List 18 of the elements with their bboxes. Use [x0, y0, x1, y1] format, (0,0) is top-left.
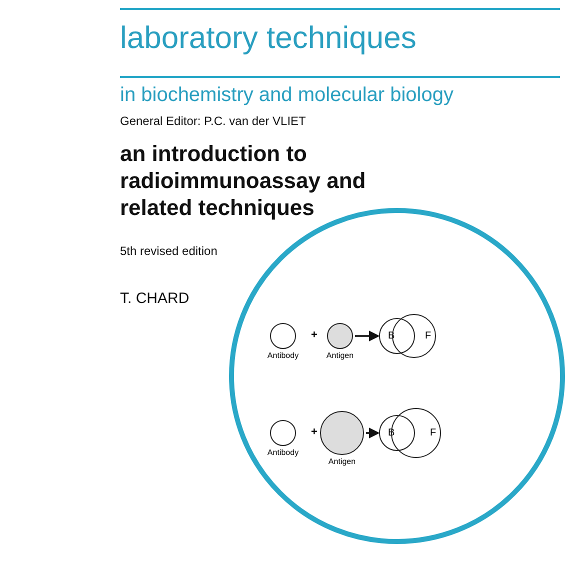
series-subtitle: in biochemistry and molecular biology [120, 84, 454, 107]
plus-sign: + [311, 329, 318, 341]
book-title: an introduction to radioimmunoassay and related techniques [120, 140, 367, 221]
circle-caption: Antigen [326, 351, 354, 360]
circle-caption: Antibody [267, 448, 299, 457]
author-name: T. CHARD [120, 290, 190, 307]
series-title: laboratory techniques [120, 20, 416, 56]
circle-caption: Antigen [328, 457, 356, 466]
circle-node [379, 415, 415, 451]
editor-credit: General Editor: P.C. van der VLIET [120, 114, 306, 128]
arrow [366, 428, 380, 438]
edition-note: 5th revised edition [120, 244, 218, 258]
circle-caption: Antibody [267, 351, 299, 360]
circle-letter: F [425, 330, 432, 342]
circle-letter: F [430, 428, 436, 438]
plus-sign: + [311, 426, 318, 438]
circle-node [379, 318, 415, 354]
arrow [355, 330, 380, 342]
